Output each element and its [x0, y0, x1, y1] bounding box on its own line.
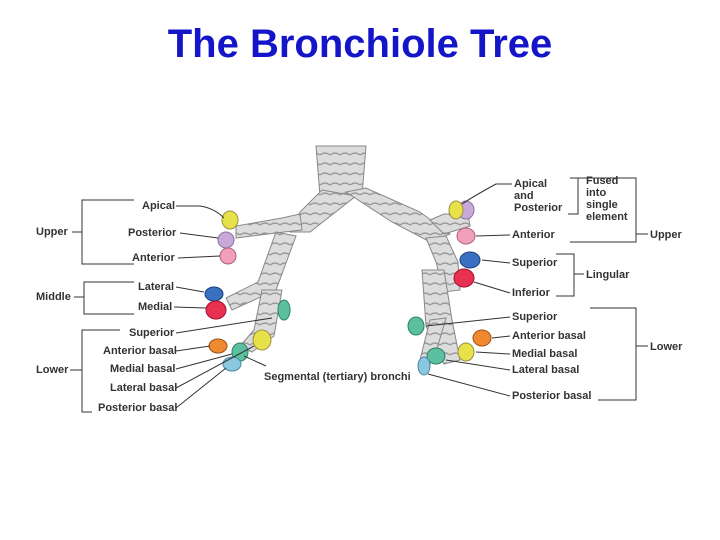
segment-left-anterior-basal — [208, 338, 228, 354]
segment-right-inferior — [453, 268, 475, 288]
right-labels: Apical and Posterior Fused into single e… — [425, 175, 683, 402]
segment-right-lateral-basal — [426, 347, 446, 365]
segment-right-superior — [459, 251, 481, 269]
left-lower-branch — [239, 289, 283, 353]
label-left-lateral-basal: Lateral basal — [110, 382, 177, 394]
fused-note-line3: single — [586, 199, 618, 211]
label-left-medial-basal: Medial basal — [110, 363, 175, 375]
fused-note-line2: into — [586, 187, 606, 199]
segment-left-posterior — [217, 231, 235, 249]
segment-left-posterior-basal — [222, 356, 242, 372]
right-group-upper: Upper — [650, 229, 683, 241]
label-left-posterior: Posterior — [128, 227, 177, 239]
right-group-lingular: Lingular — [586, 269, 630, 281]
segment-left-lateral — [204, 286, 224, 302]
right-upper-branch — [429, 213, 471, 235]
segment-left-lateral-basal — [252, 329, 272, 351]
label-segmental-bronchi: Segmental (tertiary) bronchi — [264, 371, 411, 383]
segment-left-superior — [277, 299, 291, 321]
segment-left-medial — [205, 300, 227, 320]
label-left-apical: Apical — [142, 200, 175, 212]
right-mid-branch — [425, 235, 461, 293]
left-upper-branch — [235, 213, 303, 239]
fused-note-line4: element — [586, 211, 628, 223]
label-left-superior: Superior — [129, 327, 175, 339]
left-labels: Upper Middle Lower Apical Posterior Ante… — [36, 199, 273, 414]
airway-tree — [225, 145, 471, 369]
label-left-anterior-basal: Anterior basal — [103, 345, 177, 357]
label-right-lateral-basal: Lateral basal — [512, 364, 579, 376]
right-group-lower: Lower — [650, 341, 683, 353]
label-right-superior: Superior — [512, 257, 558, 269]
left-group-middle: Middle — [36, 291, 71, 303]
trachea — [315, 145, 367, 197]
segment-right-apical — [448, 200, 464, 220]
segment-right-medial-basal — [457, 342, 475, 362]
fused-note-line1: Fused — [586, 175, 618, 187]
segment-left-apical — [221, 210, 239, 230]
label-right-medial-basal: Medial basal — [512, 348, 577, 360]
label-left-anterior: Anterior — [132, 252, 176, 264]
label-right-anterior: Anterior — [512, 229, 556, 241]
right-main-bronchus — [344, 187, 452, 243]
segmental-bronchi — [204, 200, 492, 376]
left-group-lower: Lower — [36, 364, 69, 376]
left-mid-branch — [225, 231, 297, 311]
label-left-lateral: Lateral — [138, 281, 174, 293]
label-right-apical-line1: Apical — [514, 178, 547, 190]
label-left-medial: Medial — [138, 301, 172, 313]
label-left-posterior-basal: Posterior basal — [98, 402, 177, 414]
label-right-anterior-basal: Anterior basal — [512, 330, 586, 342]
segment-right-anterior-basal — [472, 329, 492, 347]
label-right-apical-line2: and — [514, 190, 534, 202]
segment-left-anterior — [219, 247, 237, 265]
segment-right-superior-lower — [407, 316, 425, 336]
label-right-inferior: Inferior — [512, 287, 551, 299]
left-group-upper: Upper — [36, 226, 69, 238]
label-right-apical-line3: Posterior — [514, 202, 563, 214]
segment-right-anterior — [456, 227, 476, 245]
label-right-superior-lower: Superior — [512, 311, 558, 323]
segment-right-posterior-basal — [417, 356, 431, 376]
label-right-posterior-basal: Posterior basal — [512, 390, 591, 402]
page-title: The Bronchiole Tree — [167, 22, 553, 66]
